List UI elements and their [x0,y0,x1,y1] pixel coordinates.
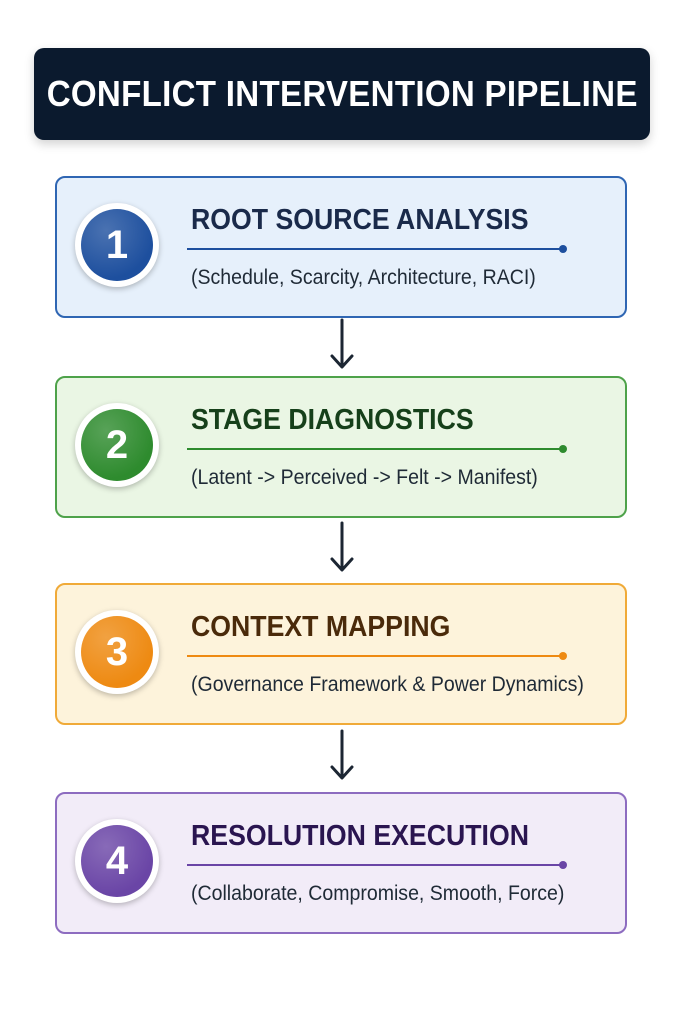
step-subtitle: (Schedule, Scarcity, Architecture, RACI) [191,266,536,289]
divider-dot [559,652,567,660]
flow-arrow-down-icon [330,318,354,369]
step-card-root-source-analysis: 1 ROOT SOURCE ANALYSIS (Schedule, Scarci… [55,176,627,318]
step-subtitle: (Latent -> Perceived -> Felt -> Manifest… [191,466,538,489]
step-divider [187,445,567,453]
step-number-badge: 2 [75,403,159,487]
step-subtitle: (Collaborate, Compromise, Smooth, Force) [191,882,565,905]
step-number: 4 [81,825,153,897]
pipeline-title-bar: CONFLICT INTERVENTION PIPELINE [34,48,650,140]
step-title: STAGE DIAGNOSTICS [191,404,474,436]
step-number-badge: 3 [75,610,159,694]
step-divider [187,861,567,869]
divider-dot [559,245,567,253]
step-number: 2 [81,409,153,481]
step-number: 3 [81,616,153,688]
step-card-stage-diagnostics: 2 STAGE DIAGNOSTICS (Latent -> Perceived… [55,376,627,518]
step-subtitle: (Governance Framework & Power Dynamics) [191,673,584,696]
step-number: 1 [81,209,153,281]
step-divider [187,245,567,253]
step-number-badge: 4 [75,819,159,903]
divider-dot [559,861,567,869]
divider-dot [559,445,567,453]
step-card-context-mapping: 3 CONTEXT MAPPING (Governance Framework … [55,583,627,725]
flow-arrow-down-icon [330,521,354,572]
pipeline-title: CONFLICT INTERVENTION PIPELINE [46,73,638,114]
step-number-badge: 1 [75,203,159,287]
step-card-resolution-execution: 4 RESOLUTION EXECUTION (Collaborate, Com… [55,792,627,934]
step-title: ROOT SOURCE ANALYSIS [191,204,529,236]
flow-arrow-down-icon [330,729,354,780]
step-title: CONTEXT MAPPING [191,611,451,643]
step-divider [187,652,567,660]
step-title: RESOLUTION EXECUTION [191,820,529,852]
